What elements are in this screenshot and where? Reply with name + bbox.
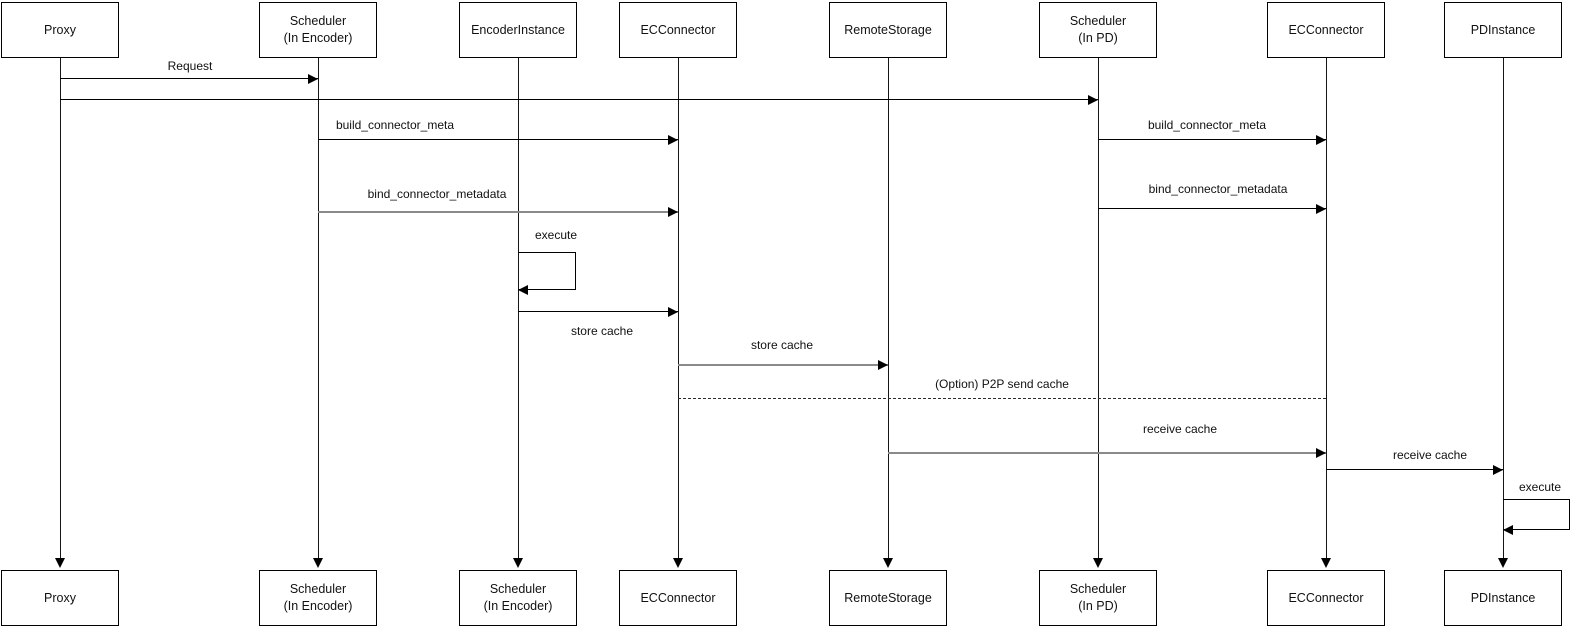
- message-label-bind-meta-right: bind_connector_metadata: [1148, 182, 1288, 196]
- participant-top-ecconnector-right: ECConnector: [1267, 2, 1385, 58]
- message-arrowhead-execute-encoder: [518, 285, 528, 295]
- message-label-bind-meta-left: bind_connector_metadata: [367, 187, 507, 201]
- participant-label: ECConnector: [1288, 590, 1364, 605]
- message-line-proxy-to-pd: [60, 99, 1098, 100]
- participant-label: Scheduler (In Encoder): [283, 582, 353, 613]
- participant-bottom-encoder-instance: Scheduler (In Encoder): [459, 570, 577, 626]
- participant-top-remote-storage: RemoteStorage: [829, 2, 947, 58]
- message-selfloop-top-execute-encoder: [518, 252, 576, 253]
- lifeline-arrowhead-ecconnector-right: [1321, 558, 1331, 568]
- lifeline-scheduler-pd: [1097, 58, 1099, 560]
- participant-label: Proxy: [44, 22, 76, 37]
- participant-top-scheduler-encoder: Scheduler (In Encoder): [259, 2, 377, 58]
- participant-top-ecconnector-left: ECConnector: [619, 2, 737, 58]
- message-label-store-cache-2: store cache: [750, 338, 814, 352]
- participant-label: Scheduler (In Encoder): [483, 582, 553, 613]
- participant-label: Scheduler (In Encoder): [283, 14, 353, 45]
- message-arrowhead-request: [308, 74, 318, 84]
- message-label-request: Request: [167, 59, 213, 73]
- participant-bottom-scheduler-pd: Scheduler (In PD): [1039, 570, 1157, 626]
- participant-label: RemoteStorage: [844, 22, 932, 37]
- participant-top-pdinstance: PDInstance: [1444, 2, 1562, 58]
- message-label-store-cache-1: store cache: [570, 324, 634, 338]
- message-label-execute-encoder: execute: [534, 228, 578, 242]
- lifeline-arrowhead-scheduler-encoder: [313, 558, 323, 568]
- message-label-execute-pd: execute: [1518, 480, 1562, 494]
- message-label-p2p-send-cache: (Option) P2P send cache: [935, 377, 1069, 391]
- participant-label: ECConnector: [640, 22, 716, 37]
- participant-bottom-remote-storage: RemoteStorage: [829, 570, 947, 626]
- participant-label: ECConnector: [640, 590, 716, 605]
- lifeline-arrowhead-scheduler-pd: [1093, 558, 1103, 568]
- message-line-receive-cache-1: [888, 452, 1326, 454]
- message-line-request: [60, 78, 318, 79]
- participant-bottom-proxy: Proxy: [1, 570, 119, 626]
- message-selfloop-side-execute-encoder: [574, 252, 576, 290]
- message-label-build-meta-right: build_connector_meta: [1147, 118, 1267, 132]
- lifeline-encoder-instance: [517, 58, 519, 560]
- message-arrowhead-receive-cache-2: [1493, 465, 1503, 475]
- message-arrowhead-proxy-to-pd: [1088, 95, 1098, 105]
- message-arrowhead-build-meta-left: [668, 135, 678, 145]
- message-arrowhead-store-cache-2: [878, 360, 888, 370]
- lifeline-arrowhead-remote-storage: [883, 558, 893, 568]
- message-line-store-cache-2: [678, 364, 888, 366]
- message-arrowhead-store-cache-1: [668, 307, 678, 317]
- lifeline-ecconnector-left: [677, 58, 679, 560]
- message-line-bind-meta-left: [318, 211, 678, 213]
- lifeline-scheduler-encoder: [317, 58, 319, 560]
- message-selfloop-bottom-execute-encoder: [518, 289, 576, 290]
- participant-label: EncoderInstance: [471, 22, 565, 37]
- lifeline-ecconnector-right: [1325, 58, 1327, 560]
- participant-top-proxy: Proxy: [1, 2, 119, 58]
- participant-bottom-ecconnector-right: ECConnector: [1267, 570, 1385, 626]
- message-label-receive-cache-1: receive cache: [1142, 422, 1218, 436]
- participant-bottom-ecconnector-left: ECConnector: [619, 570, 737, 626]
- lifeline-pdinstance: [1502, 58, 1504, 560]
- participant-bottom-pdinstance: PDInstance: [1444, 570, 1562, 626]
- message-label-receive-cache-2: receive cache: [1392, 448, 1468, 462]
- message-selfloop-top-execute-pd: [1503, 499, 1570, 500]
- lifeline-remote-storage: [887, 58, 889, 560]
- message-line-build-meta-right: [1098, 139, 1326, 140]
- participant-label: Scheduler (In PD): [1069, 14, 1127, 45]
- message-line-build-meta-left: [318, 139, 678, 140]
- lifeline-proxy: [59, 58, 61, 560]
- lifeline-arrowhead-pdinstance: [1498, 558, 1508, 568]
- lifeline-arrowhead-encoder-instance: [513, 558, 523, 568]
- message-line-p2p-send-cache: [678, 398, 1326, 399]
- message-line-bind-meta-right: [1098, 208, 1326, 209]
- lifeline-arrowhead-ecconnector-left: [673, 558, 683, 568]
- participant-bottom-scheduler-encoder: Scheduler (In Encoder): [259, 570, 377, 626]
- participant-top-encoder-instance: EncoderInstance: [459, 2, 577, 58]
- participant-label: PDInstance: [1470, 22, 1536, 37]
- message-line-store-cache-1: [518, 311, 678, 312]
- message-arrowhead-bind-meta-left: [668, 207, 678, 217]
- participant-label: Proxy: [44, 590, 76, 605]
- message-label-build-meta-left: build_connector_meta: [335, 118, 455, 132]
- participant-label: ECConnector: [1288, 22, 1364, 37]
- lifeline-arrowhead-proxy: [55, 558, 65, 568]
- participant-label: PDInstance: [1470, 590, 1536, 605]
- participant-label: Scheduler (In PD): [1069, 582, 1127, 613]
- message-arrowhead-receive-cache-1: [1316, 448, 1326, 458]
- participant-label: RemoteStorage: [844, 590, 932, 605]
- message-arrowhead-execute-pd: [1503, 525, 1513, 535]
- message-arrowhead-bind-meta-right: [1316, 204, 1326, 214]
- message-selfloop-bottom-execute-pd: [1503, 529, 1570, 530]
- participant-top-scheduler-pd: Scheduler (In PD): [1039, 2, 1157, 58]
- message-line-receive-cache-2: [1326, 469, 1503, 470]
- message-selfloop-side-execute-pd: [1568, 499, 1570, 530]
- message-arrowhead-build-meta-right: [1316, 135, 1326, 145]
